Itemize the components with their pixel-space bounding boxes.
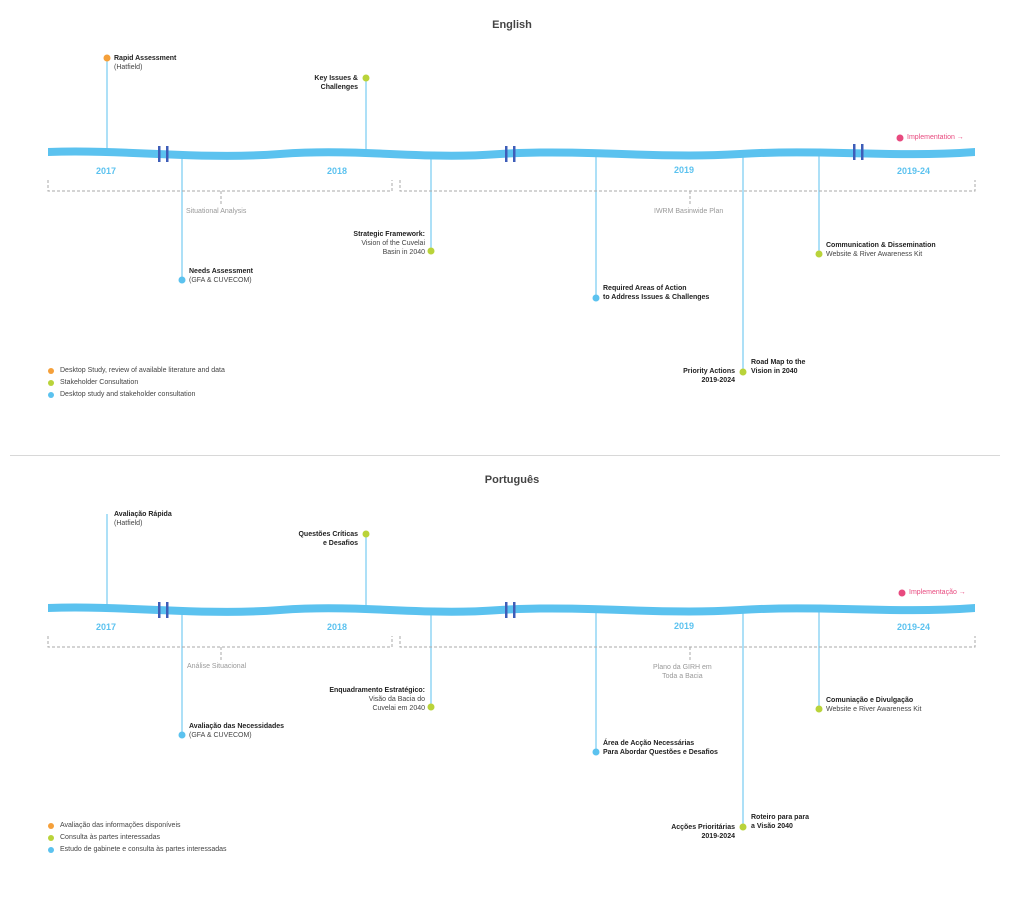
year-label: 2019-24 bbox=[897, 622, 931, 632]
milestone-needs-assessment: Avaliação das Necessidades(GFA & CUVECOM… bbox=[189, 723, 285, 739]
river-band bbox=[48, 603, 975, 616]
orange-dot-icon bbox=[48, 368, 54, 374]
timeline-graphic bbox=[47, 514, 976, 831]
blue-dot-icon bbox=[48, 847, 54, 853]
year-markers bbox=[158, 602, 516, 618]
dot-orange bbox=[103, 54, 111, 62]
timeline-portuguese: Português 2017 2018 2019 bbox=[0, 456, 1024, 911]
implementation-label: Implementation → bbox=[907, 134, 964, 141]
legend-item: Desktop study and stakeholder consultati… bbox=[48, 389, 225, 401]
dot-green bbox=[815, 705, 823, 713]
year-label: 2019 bbox=[674, 165, 695, 175]
section-divider bbox=[10, 455, 1000, 456]
dot-blue bbox=[178, 731, 186, 739]
year-label: 2019-24 bbox=[897, 166, 931, 176]
dot-green bbox=[362, 74, 370, 82]
milestone-strategic-framework: Strategic Framework:Vision of the Cuvela… bbox=[353, 231, 425, 256]
orange-dot-icon bbox=[48, 823, 54, 829]
legend: Desktop Study, review of available liter… bbox=[48, 365, 225, 401]
green-dot-icon bbox=[48, 380, 54, 386]
blue-dot-icon bbox=[48, 392, 54, 398]
year-markers bbox=[158, 144, 864, 162]
dot-blue bbox=[592, 748, 600, 756]
phase-label: Análise Situacional bbox=[187, 663, 247, 670]
implementation-label: Implementação → bbox=[909, 589, 966, 596]
phase-bracket bbox=[399, 180, 976, 192]
timeline-graphic bbox=[47, 54, 976, 376]
dot-pink bbox=[898, 589, 906, 597]
year-label: 2017 bbox=[96, 622, 117, 632]
dot-green bbox=[362, 530, 370, 538]
dot-green bbox=[739, 823, 747, 831]
milestone-rapid-assessment: Rapid Assessment(Hatfield) bbox=[114, 55, 177, 71]
dot-green bbox=[427, 703, 435, 711]
legend-item: Estudo de gabinete e consulta às partes … bbox=[48, 844, 227, 856]
year-label: 2018 bbox=[327, 166, 348, 176]
phase-label: IWRM Basinwide Plan bbox=[654, 208, 724, 215]
phase-label: Situational Analysis bbox=[186, 208, 247, 215]
dot-blue bbox=[592, 294, 600, 302]
phase-bracket bbox=[47, 636, 393, 648]
dot-blue bbox=[178, 276, 186, 284]
legend-item: Desktop Study, review of available liter… bbox=[48, 365, 225, 377]
legend: Avaliação das informações disponíveis Co… bbox=[48, 820, 227, 856]
year-label: 2017 bbox=[96, 166, 117, 176]
phase-bracket bbox=[47, 180, 393, 192]
timeline-english: English bbox=[0, 0, 1024, 455]
legend-item: Stakeholder Consultation bbox=[48, 377, 225, 389]
milestone-needs-assessment: Needs Assessment(GFA & CUVECOM) bbox=[189, 268, 253, 284]
legend-item: Avaliação das informações disponíveis bbox=[48, 820, 227, 832]
section-title: Português bbox=[484, 474, 540, 486]
year-label: 2018 bbox=[327, 622, 348, 632]
section-title: English bbox=[492, 19, 532, 31]
dot-green bbox=[815, 250, 823, 258]
dot-green bbox=[739, 368, 747, 376]
green-dot-icon bbox=[48, 835, 54, 841]
year-label: 2019 bbox=[674, 621, 695, 631]
dot-pink bbox=[896, 134, 904, 142]
dot-green bbox=[427, 247, 435, 255]
milestone-rapid-assessment: Avaliação Rápida(Hatfield) bbox=[114, 511, 172, 527]
phase-bracket bbox=[399, 636, 976, 648]
legend-item: Consulta às partes interessadas bbox=[48, 832, 227, 844]
river-band bbox=[48, 147, 975, 160]
milestone-strategic-framework: Enquadramento Estratégico:Visão da Bacia… bbox=[329, 687, 425, 712]
milestone-key-issues: Key Issues &Challenges bbox=[314, 75, 358, 91]
